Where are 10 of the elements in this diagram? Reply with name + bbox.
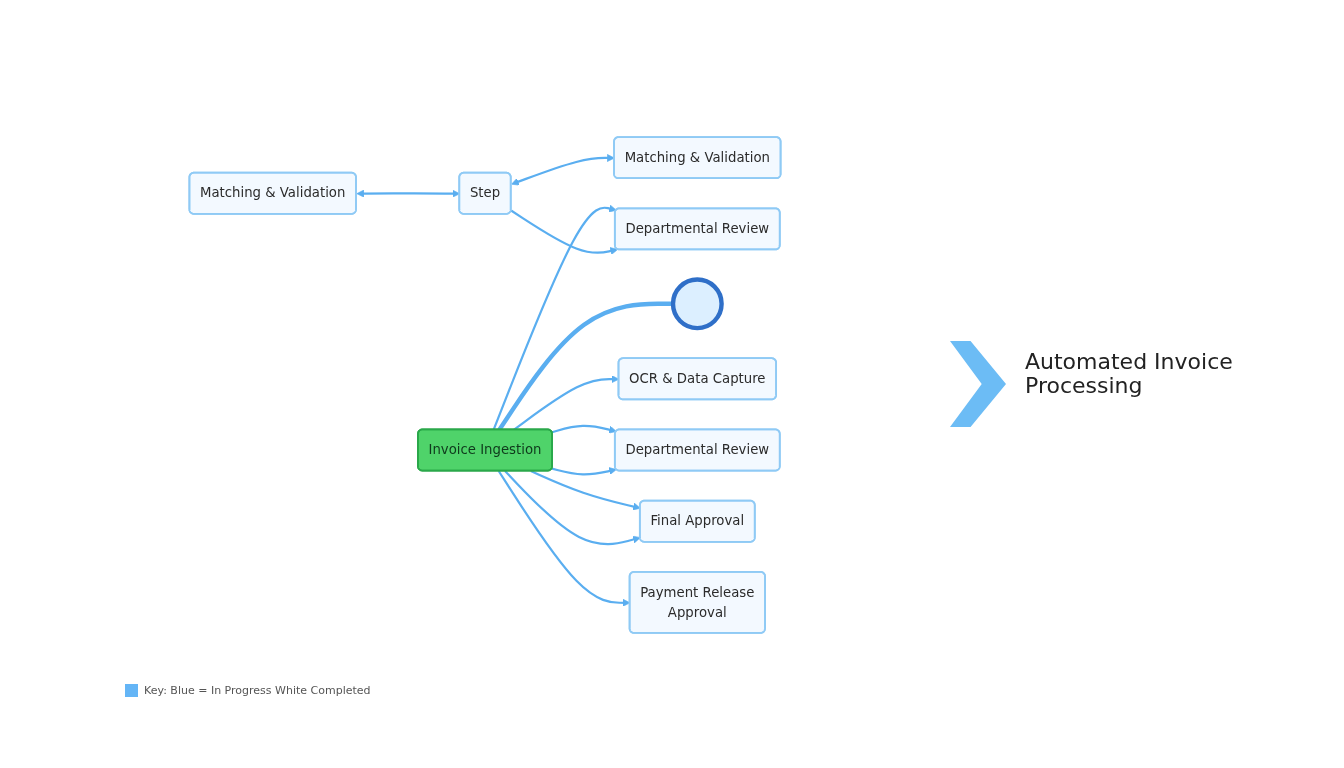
arrow [510,209,618,255]
arrow [551,467,617,476]
arrow [504,470,641,546]
arrow [551,424,617,434]
connector [497,301,673,432]
title: Automated Invoice Processing [1025,350,1234,399]
arrow [492,204,617,431]
arrow [511,154,615,186]
legend-text: Key: Blue = In Progress White Completed [144,684,371,697]
node-circle [670,277,724,331]
